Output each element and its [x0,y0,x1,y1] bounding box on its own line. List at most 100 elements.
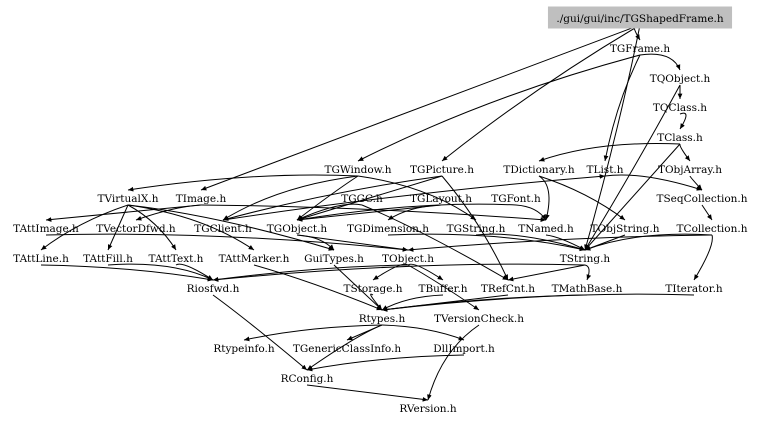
node-label: TList.h [586,164,623,176]
node-riosfwd[interactable]: Riosfwd.h [187,283,240,295]
node-tggc[interactable]: TGGC.h [341,193,383,205]
edge-tcollection-to-titerator [693,234,713,281]
node-tcollection[interactable]: TCollection.h [677,223,748,235]
edge-tobject-to-riosfwd [212,264,409,282]
edge-tgwindow-to-tgclient [222,175,359,221]
node-tgobject[interactable]: TGObject.h [267,223,328,235]
node-tversioncheck[interactable]: TVersionCheck.h [434,313,524,325]
node-label: TObjArray.h [658,164,722,176]
edge-root-to-timage [200,24,641,191]
node-tseqcollection[interactable]: TSeqCollection.h [656,193,747,205]
node-label: TClass.h [657,132,703,144]
root-node-box [547,6,733,29]
node-tstorage[interactable]: TStorage.h [343,283,402,295]
node-timage[interactable]: TImage.h [176,193,227,205]
edge-tqobject-to-tstring [584,84,681,251]
edge-tvirtualx-to-tattmarker [127,204,255,251]
node-tgenericclassinfo[interactable]: TGenericClassInfo.h [293,343,402,355]
node-tbuffer[interactable]: TBuffer.h [418,283,467,295]
node-trefcnt[interactable]: TRefCnt.h [481,283,535,295]
edge-tdictionary-to-tobjstring [538,175,626,221]
node-label: TGDimension.h [347,223,429,235]
node-tattimage[interactable]: TAttImage.h [13,223,79,235]
edge-tobject-to-tversioncheck [407,264,480,311]
edge-tgfont-to-tgobject [296,203,517,222]
node-tgdimension[interactable]: TGDimension.h [347,223,429,235]
node-rconfig[interactable]: RConfig.h [281,373,334,385]
node-rtypeinfo[interactable]: Rtypeinfo.h [213,343,274,355]
edge-tbuffer-to-rtypes [381,294,444,311]
node-titerator[interactable]: TIterator.h [665,283,723,295]
node-label: TVectorDfwd.h [96,223,176,235]
edge-tmathbase-to-rtypes [381,294,588,312]
node-label: TDictionary.h [503,164,574,176]
node-tgfont[interactable]: TGFont.h [491,193,541,205]
edge-tgobject-to-guitypes [296,234,335,251]
edge-tvirtualx-to-tattfill [107,204,129,251]
node-tglayout[interactable]: TGLayout.h [410,193,472,205]
edge-tgpicture-to-trefcnt [441,175,509,281]
edge-rtypes-to-rtypeinfo [243,324,383,342]
node-tmathbase[interactable]: TMathBase.h [552,283,623,295]
node-tnamed[interactable]: TNamed.h [518,223,574,235]
node-tlist[interactable]: TList.h [586,164,623,176]
edge-tvirtualx-to-guitypes [127,204,335,251]
node-tattfill[interactable]: TAttFill.h [83,253,133,265]
node-rversion[interactable]: RVersion.h [399,403,457,415]
node-label: TGWindow.h [324,164,391,176]
edge-tgframe-to-tqobject [639,53,681,71]
node-tobjstring[interactable]: TObjString.h [591,223,660,235]
node-tattline[interactable]: TAttLine.h [13,253,69,265]
edge-rconfig-to-rversion [306,384,429,402]
node-label: TAttMarker.h [219,253,290,265]
node-tgwindow[interactable]: TGWindow.h [324,164,391,176]
edge-tattfill-to-riosfwd [107,263,214,281]
edge-tgobject-to-tobject [296,234,409,252]
node-tdictionary[interactable]: TDictionary.h [503,164,574,176]
edge-timage-to-tnamed [200,204,547,222]
node-tqclass[interactable]: TQClass.h [653,102,707,114]
edge-root-to-tgpicture [441,24,641,162]
node-label: TGFont.h [491,193,541,205]
node-tgpicture[interactable]: TGPicture.h [410,164,474,176]
node-label: TIterator.h [665,283,723,295]
node-tgframe[interactable]: TGFrame.h [610,43,670,55]
node-label: TGGC.h [341,193,383,205]
node-label: TObjString.h [591,223,660,235]
node-tgstring[interactable]: TGString.h [447,223,506,235]
node-tobject[interactable]: TObject.h [382,253,434,265]
node-guitypes[interactable]: GuiTypes.h [304,253,364,265]
node-label: TGString.h [447,223,506,235]
node-label: TAttImage.h [13,223,79,235]
node-tqobject[interactable]: TQObject.h [650,73,711,85]
node-tgclient[interactable]: TGClient.h [194,223,252,235]
edge-tvirtualx-to-tattline [40,204,129,251]
edge-tobject-to-tbuffer [407,263,444,281]
node-label: TQObject.h [650,73,711,85]
node-label: TObject.h [382,253,434,265]
edge-tgfont-to-tnamed [515,204,547,221]
node-root[interactable]: ./gui/gui/inc/TGShapedFrame.h [547,6,733,29]
node-label: TString.h [560,253,611,265]
edge-tglayout-to-tgobject [296,204,442,222]
edge-dllimport-to-rconfig [306,354,465,372]
node-tclass[interactable]: TClass.h [657,132,703,144]
node-label: ./gui/gui/inc/TGShapedFrame.h [556,13,724,25]
node-label: RConfig.h [281,373,334,385]
node-label: DllImport.h [433,343,495,355]
edge-tstring-to-tmathbase [584,264,592,281]
node-tstring[interactable]: TString.h [560,253,611,265]
node-label: TGenericClassInfo.h [293,343,402,355]
node-tvirtualx[interactable]: TVirtualX.h [98,193,159,205]
node-tattmarker[interactable]: TAttMarker.h [219,253,290,265]
node-label: TGPicture.h [410,164,474,176]
node-label: Rtypeinfo.h [213,343,274,355]
node-tatttext[interactable]: TAttText.h [149,253,204,265]
edge-tgframe-to-tlist [603,54,641,162]
node-label: TGLayout.h [410,193,472,205]
node-tobjarray[interactable]: TObjArray.h [658,164,722,176]
node-tvectordfwd[interactable]: TVectorDfwd.h [96,223,176,235]
node-label: TMathBase.h [552,283,623,295]
node-rtypes[interactable]: Rtypes.h [359,313,406,325]
node-dllimport[interactable]: DllImport.h [433,343,495,355]
